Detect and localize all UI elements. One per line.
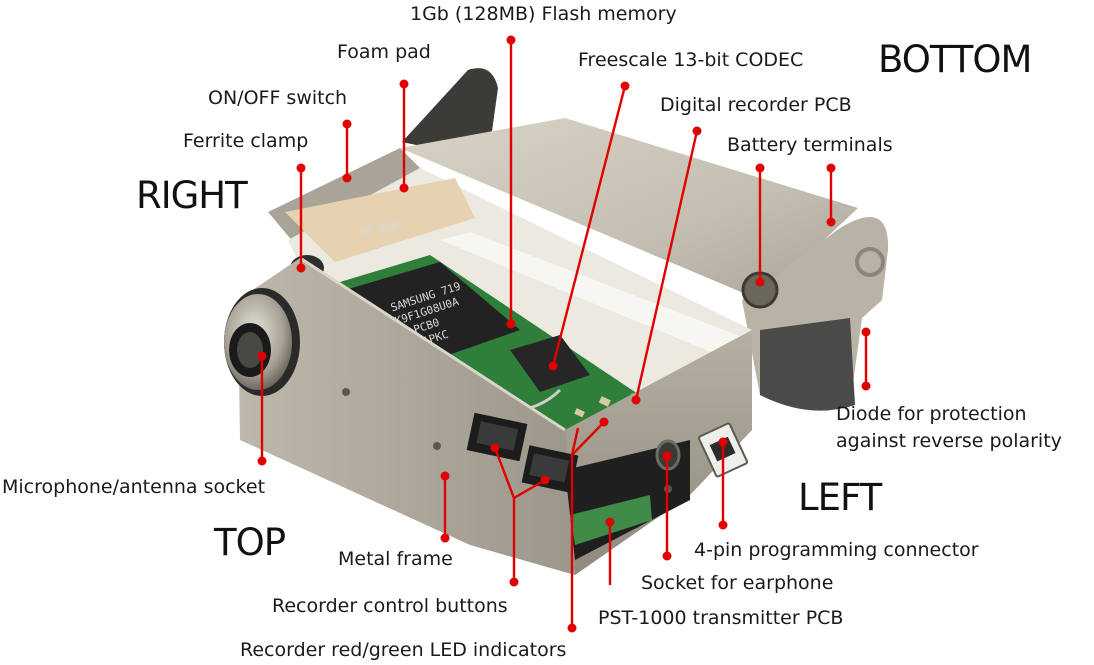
leader-dot bbox=[692, 126, 702, 136]
side-label-top: TOP bbox=[213, 521, 286, 564]
battery-tab-shadow bbox=[760, 318, 855, 411]
leader-recorder-pcb bbox=[634, 130, 699, 401]
battery-terminal-ring bbox=[855, 247, 885, 277]
leader-dot bbox=[399, 79, 409, 89]
side-label-bottom: BOTTOM bbox=[878, 38, 1031, 81]
leader-dot bbox=[490, 443, 500, 453]
side-label-left: LEFT bbox=[798, 476, 883, 519]
leader-dot bbox=[342, 173, 352, 183]
leader-dot bbox=[662, 551, 672, 561]
leader-dot bbox=[440, 471, 450, 481]
leader-dot bbox=[509, 577, 519, 587]
leader-dot bbox=[342, 119, 352, 129]
leader-dot bbox=[605, 517, 615, 527]
pcb-component bbox=[574, 408, 585, 418]
leader-dot bbox=[826, 163, 836, 173]
leader-dot bbox=[718, 437, 728, 447]
leader-dot bbox=[399, 183, 409, 193]
leader-dot bbox=[296, 263, 306, 273]
foam-pad bbox=[285, 178, 475, 262]
front-metal-wall bbox=[238, 258, 575, 575]
label-flash-memory: 1Gb (128MB) Flash memory bbox=[410, 3, 677, 25]
label-metal-frame: Metal frame bbox=[338, 548, 453, 570]
label-control-buttons: Recorder control buttons bbox=[272, 595, 508, 617]
leader-dot bbox=[296, 163, 306, 173]
leader-dot bbox=[440, 533, 450, 543]
leader-dot bbox=[718, 520, 728, 530]
leader-dot bbox=[861, 327, 871, 337]
flash-memory-chip bbox=[345, 262, 520, 365]
leader-lines bbox=[257, 35, 871, 633]
leader-dot bbox=[631, 395, 641, 405]
label-earphone-socket: Socket for earphone bbox=[641, 572, 833, 594]
label-led-indicators: Recorder red/green LED indicators bbox=[240, 639, 566, 661]
leader-dot bbox=[540, 475, 550, 485]
screw-hole bbox=[433, 442, 441, 450]
label-diode-line-1: Diode for protection bbox=[836, 403, 1027, 425]
leader-dot bbox=[755, 277, 765, 287]
label-foam-pad: Foam pad bbox=[337, 41, 431, 63]
label-codec: Freescale 13-bit CODEC bbox=[578, 49, 803, 71]
leader-dot bbox=[567, 623, 577, 633]
leader-dot bbox=[620, 81, 630, 91]
leader-dot bbox=[548, 361, 558, 371]
label-ferrite-clamp: Ferrite clamp bbox=[183, 130, 308, 152]
label-recorder-pcb: Digital recorder PCB bbox=[660, 94, 852, 116]
leader-buttons-fork-1 bbox=[493, 447, 516, 499]
leader-buttons-fork-2 bbox=[513, 478, 546, 500]
leader-dot bbox=[755, 163, 765, 173]
side-label-right: RIGHT bbox=[136, 174, 248, 217]
leader-dot bbox=[599, 417, 609, 427]
leader-dot bbox=[662, 451, 672, 461]
white-strip bbox=[440, 232, 750, 362]
leader-codec bbox=[551, 85, 627, 367]
leader-dot bbox=[257, 351, 267, 361]
screw-hole bbox=[342, 388, 350, 396]
label-onoff-switch: ON/OFF switch bbox=[208, 87, 347, 109]
label-diode-line-2: against reverse polarity bbox=[836, 430, 1062, 452]
label-prog-connector: 4-pin programming connector bbox=[694, 539, 979, 561]
label-mic-socket: Microphone/antenna socket bbox=[2, 476, 265, 498]
top-metal-plate bbox=[400, 118, 858, 300]
front-wall-edge bbox=[299, 256, 566, 432]
leader-dot bbox=[826, 217, 836, 227]
device-illustration: 3M VHB SAMSUNG 719 K9F1G08U0A PCB0 FIJ1P… bbox=[224, 68, 889, 575]
label-transmitter-pcb: PST-1000 transmitter PCB bbox=[598, 607, 843, 629]
control-button-2-cap bbox=[529, 453, 570, 483]
leader-dot bbox=[506, 35, 516, 45]
leader-dot bbox=[257, 456, 267, 466]
leader-leds-fork-1 bbox=[571, 421, 605, 456]
leader-dot bbox=[861, 381, 871, 391]
mic-socket-insert bbox=[237, 332, 263, 368]
label-battery-terminals: Battery terminals bbox=[727, 134, 893, 156]
leader-leds-fork-2 bbox=[570, 427, 580, 456]
pcb-component bbox=[598, 396, 611, 407]
leader-dot bbox=[506, 319, 516, 329]
control-button-1-cap bbox=[476, 421, 519, 451]
